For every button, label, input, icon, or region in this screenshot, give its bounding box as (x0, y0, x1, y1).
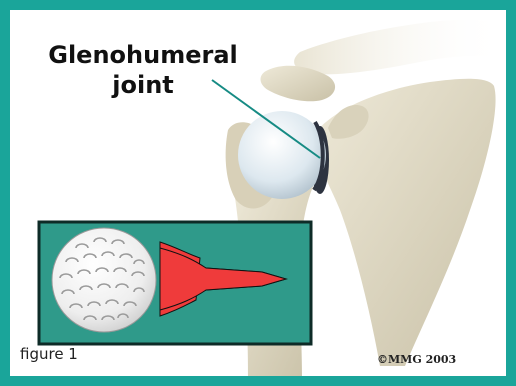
humeral-head (238, 111, 326, 199)
clavicle-bone (294, 20, 506, 75)
copyright-notice: ©MMG 2003 (377, 353, 456, 366)
diagram-title: Glenohumeral joint (43, 40, 243, 100)
title-line-2: joint (43, 70, 243, 100)
title-line-1: Glenohumeral (43, 40, 243, 70)
diagram-panel: Glenohumeral joint figure 1 ©MMG 2003 (10, 10, 506, 376)
golf-ball-inset (39, 222, 311, 344)
figure-caption: figure 1 (20, 345, 78, 363)
